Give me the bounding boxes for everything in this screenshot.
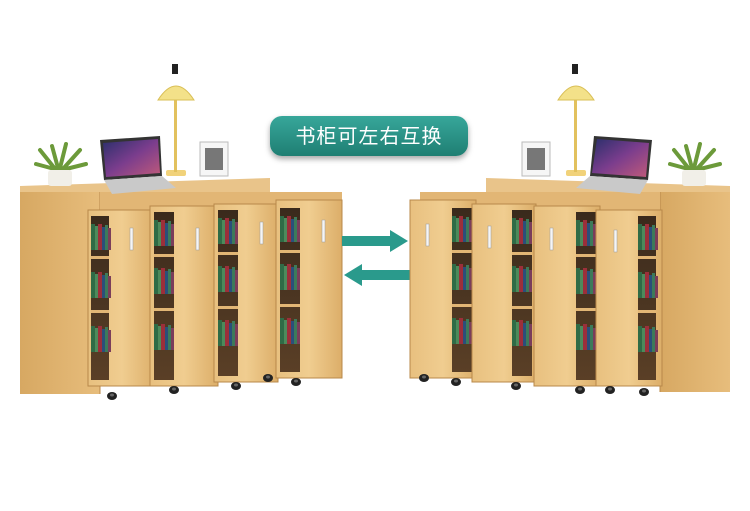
left-plant (34, 142, 88, 186)
right-slide-unit-3 (533, 205, 601, 394)
right-cabinet (409, 64, 730, 396)
left-cabinet (20, 64, 343, 400)
right-plant (668, 142, 722, 186)
left-slide-unit-2 (149, 205, 219, 394)
right-laptop (576, 136, 652, 194)
arrow-left-icon (344, 264, 412, 286)
left-slide-unit-1 (87, 209, 157, 400)
left-laptop (100, 136, 176, 194)
left-slide-unit-4 (263, 199, 343, 386)
left-slide-unit-3 (213, 203, 279, 390)
right-lamp (557, 64, 595, 176)
right-slide-unit-1 (409, 199, 477, 386)
right-slide-unit-2 (471, 203, 537, 390)
left-photo-frame (199, 141, 229, 177)
right-slide-unit-4 (595, 209, 663, 396)
left-lamp (157, 64, 195, 176)
swap-caption-badge: 书柜可左右互换 (270, 116, 468, 156)
right-photo-frame (521, 141, 551, 177)
arrow-right-icon (342, 230, 408, 252)
